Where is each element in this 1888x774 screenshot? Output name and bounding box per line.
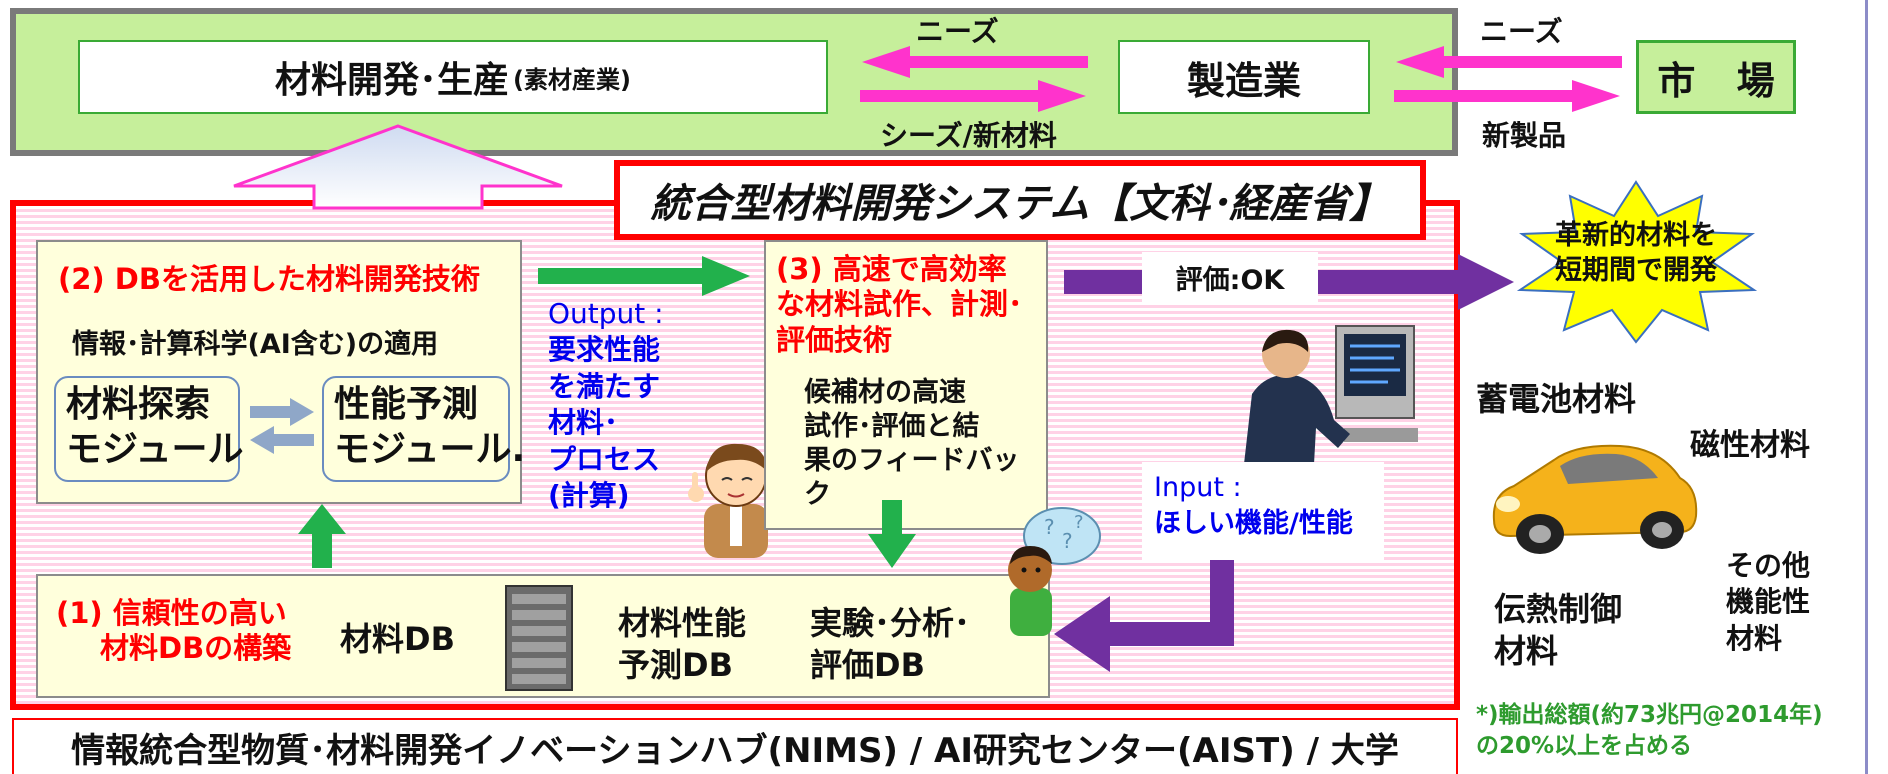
other-functional-line2: 機能性: [1726, 585, 1811, 619]
fast-prototyping-box: [764, 240, 1048, 530]
system-title-box: 統合型材料開発システム【文科･経産省】: [614, 160, 1426, 240]
export-footnote-line1: *)輸出総額(約73兆円@2014年): [1476, 702, 1823, 728]
svg-text:?: ?: [1044, 515, 1055, 539]
manufacturing-label: 製造業: [1186, 58, 1301, 103]
heat-control-line1: 伝熱制御: [1494, 590, 1623, 628]
evaluation-ok-label: 評価:OK: [1142, 252, 1318, 302]
server-tower-icon: [505, 585, 573, 691]
heat-control-line2: 材料: [1494, 632, 1559, 671]
material-industry-label: (素材産業): [513, 65, 631, 94]
material-search-line1: 材料探索: [66, 384, 211, 425]
output-line2: を満たす: [548, 369, 661, 403]
seeds-label: シーズ/新材料: [880, 119, 1057, 152]
upward-flow-arrow: [233, 124, 563, 210]
db-tech-title: (2) DBを活用した材料開発技術: [58, 262, 480, 296]
car-illustration: [1492, 444, 1698, 554]
other-functional-line1: その他: [1726, 549, 1811, 582]
fast-body-line3: 果のフィードバッ: [804, 445, 1020, 477]
needs-seeds-arrows: [860, 46, 1088, 112]
innovation-starburst: [1516, 180, 1758, 344]
module-exchange-arrows: [250, 398, 314, 454]
reliable-db-title-line2: 材料DBの構築: [100, 631, 292, 666]
reliable-db-title: (1) 信頼性の高い 材料DBの構築: [56, 596, 291, 667]
green-arrow-down: [868, 500, 916, 568]
starburst-text: 革新的材料を 短期間で開発: [1512, 218, 1760, 288]
fast-title-line3: 評価技術: [776, 322, 893, 357]
heat-control-label: 伝熱制御 材料: [1494, 588, 1622, 672]
magnetic-material-label: 磁性材料: [1690, 428, 1810, 463]
fast-body-line1: 候補材の高速: [804, 377, 966, 408]
db-tech-subtitle: 情報･計算科学(AI含む)の適用: [72, 329, 439, 360]
other-functional-label: その他 機能性 材料: [1726, 548, 1810, 657]
starburst-line2: 短期間で開発: [1555, 255, 1717, 287]
fast-body-line2: 試作･評価と結: [804, 411, 980, 443]
computer-user-illustration: [1244, 325, 1418, 464]
performance-prediction-line1: 性能予測: [334, 384, 479, 425]
market-box: 市 場: [1636, 40, 1796, 114]
right-frame-line: [1860, 0, 1868, 774]
output-line1: 要求性能: [548, 333, 661, 367]
needs-label-left: ニーズ: [916, 15, 999, 48]
output-line5: (計算): [548, 478, 630, 512]
green-arrow-up: [298, 504, 346, 568]
green-arrow-to-fast: [538, 256, 750, 296]
material-development-box: 材料開発･生産(素材産業): [78, 40, 828, 114]
output-block: Output : 要求性能 を満たす 材料･ プロセス (計算): [548, 296, 664, 514]
organizations-text: 情報統合型物質･材料開発イノベーションハブ(NIMS) / AI研究センター(A…: [71, 730, 1399, 771]
export-footnote: *)輸出総額(約73兆円@2014年) の20%以上を占める: [1476, 700, 1823, 762]
performance-db-line2: 予測DB: [618, 646, 733, 685]
input-text: ほしい機能/性能: [1154, 508, 1353, 540]
reliable-db-title-line1: (1) 信頼性の高い: [56, 596, 287, 630]
material-db-label: 材料DB: [340, 620, 455, 658]
fast-body-line4: ク: [804, 479, 831, 511]
output-label: Output :: [548, 297, 664, 330]
confused-person-illustration: ? ? ?: [1008, 507, 1101, 636]
new-products-label: 新製品: [1482, 119, 1567, 152]
performance-db-line1: 材料性能: [618, 604, 747, 642]
input-box: Input : ほしい機能/性能: [1142, 462, 1384, 560]
output-line4: プロセス: [548, 442, 661, 476]
manufacturing-box: 製造業: [1118, 40, 1370, 114]
fast-title: (3) 高速で高効率 な材料試作、計測･ 評価技術: [776, 252, 1023, 358]
market-arrows: [1394, 46, 1622, 112]
other-functional-line3: 材料: [1726, 621, 1783, 655]
fast-title-line2: な材料試作、計測･: [776, 287, 1023, 322]
needs-label-right: ニーズ: [1480, 15, 1563, 48]
experiment-db-line2: 評価DB: [810, 646, 925, 685]
material-development-label: 材料開発･生産: [275, 60, 510, 101]
system-title: 統合型材料開発システム【文科･経産省】: [650, 181, 1390, 227]
experiment-db-line1: 実験･分析･: [810, 604, 971, 642]
market-label: 市 場: [1657, 58, 1789, 103]
export-footnote-line2: の20%以上を占める: [1476, 733, 1693, 760]
output-line3: 材料･: [548, 406, 619, 440]
performance-db-label: 材料性能 予測DB: [618, 602, 746, 686]
svg-text:?: ?: [1062, 529, 1073, 553]
performance-prediction-module: 性能予測 モジュール.: [322, 376, 526, 482]
material-search-module: 材料探索 モジュール: [54, 376, 244, 482]
input-label: Input :: [1154, 472, 1242, 503]
svg-text:?: ?: [1074, 512, 1084, 533]
bottom-organizations-bar: 情報統合型物質･材料開発イノベーションハブ(NIMS) / AI研究センター(A…: [12, 718, 1458, 774]
material-search-line2: モジュール: [66, 429, 244, 470]
fast-body: 候補材の高速 試作･評価と結 果のフィードバッ ク: [804, 376, 1019, 512]
starburst-line1: 革新的材料を: [1555, 220, 1717, 251]
fast-title-line1: (3) 高速で高効率: [776, 252, 1007, 286]
battery-material-label: 蓄電池材料: [1476, 380, 1637, 418]
performance-prediction-line2: モジュール.: [334, 429, 526, 470]
input-return-arrow: [1054, 556, 1234, 672]
experiment-db-label: 実験･分析･ 評価DB: [810, 602, 970, 686]
